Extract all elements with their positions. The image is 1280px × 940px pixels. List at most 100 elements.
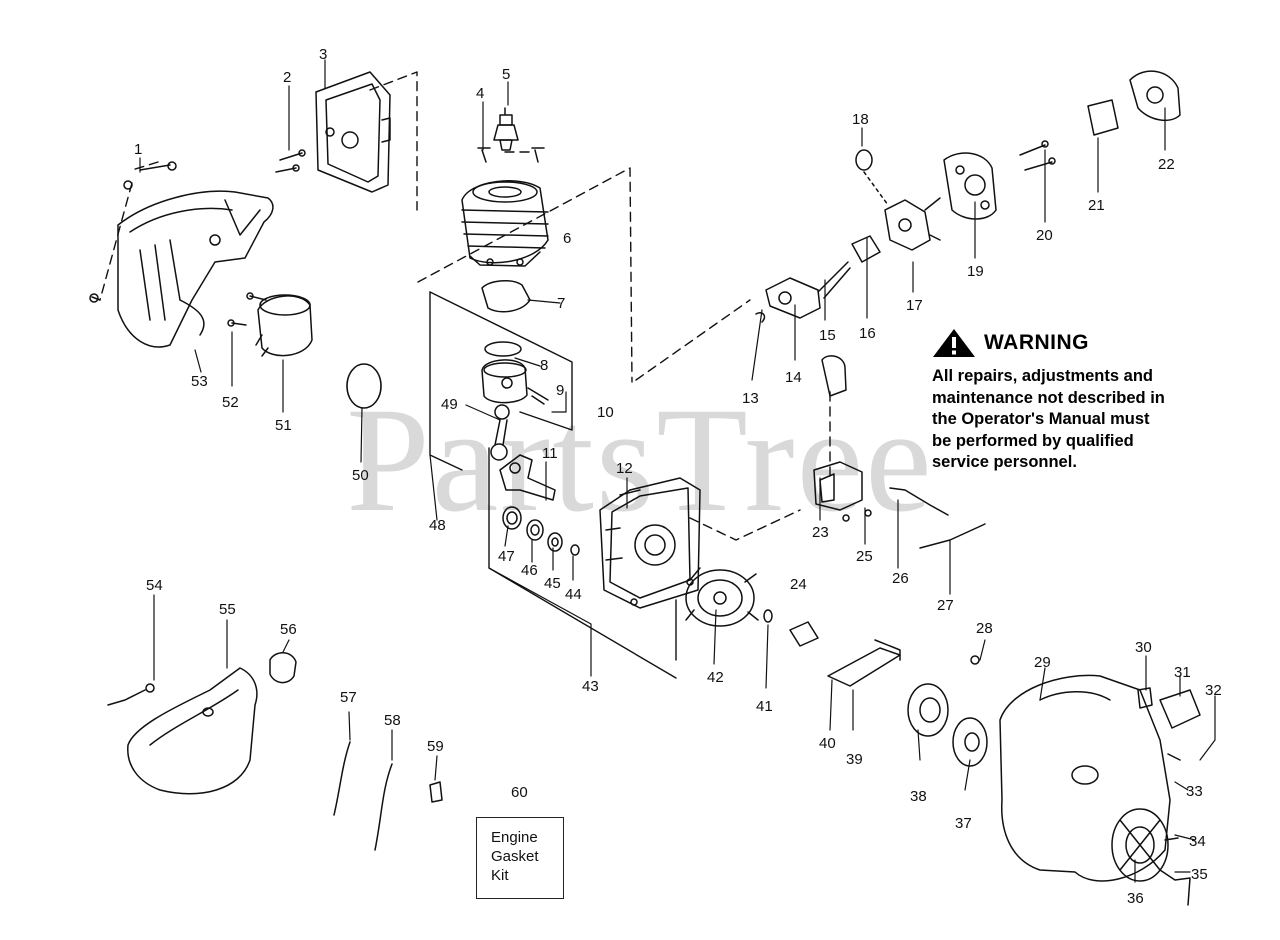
filter-cover-part [1019,70,1181,171]
part-callout[interactable]: 60 [511,784,528,801]
guard-part [107,652,297,795]
part-callout[interactable]: 19 [967,263,984,280]
kit-line: Engine [491,829,538,846]
part-callout[interactable]: 43 [582,678,599,695]
part-callout[interactable]: 50 [352,467,369,484]
part-callout[interactable]: 21 [1088,197,1105,214]
part-callout[interactable]: 16 [859,325,876,342]
leader-lines [139,59,1216,883]
part-callout[interactable]: 35 [1191,866,1208,883]
flywheel-part [685,567,759,627]
part-callout[interactable]: 45 [544,575,561,592]
connecting-rod-part [490,404,510,461]
part-callout[interactable]: 13 [742,390,759,407]
seals-bearings-part [502,506,580,556]
warning-triangle-icon [933,329,975,357]
part-callout[interactable]: 47 [498,548,515,565]
part-callout[interactable]: 41 [756,698,773,715]
part-callout[interactable]: 22 [1158,156,1175,173]
part-callout[interactable]: 30 [1135,639,1152,656]
bracket-lines [429,291,677,679]
ignition-module-part [813,355,986,549]
air-filter-cover-part [275,71,391,193]
part-callout[interactable]: 12 [616,460,633,477]
part-callout[interactable]: 49 [441,396,458,413]
part-callout[interactable]: 4 [476,85,485,102]
part-callout[interactable]: 56 [280,621,297,638]
part-callout[interactable]: 29 [1034,654,1051,671]
part-callout[interactable]: 28 [976,620,993,637]
air-box-part [943,152,997,220]
part-callout[interactable]: 59 [427,738,444,755]
part-callout[interactable]: 18 [852,111,869,128]
warning-line: the Operator's Manual must [932,410,1150,428]
part-callout[interactable]: 27 [937,597,954,614]
gasket-kit-box: Engine Gasket Kit [476,817,564,899]
part-callout[interactable]: 51 [275,417,292,434]
cylinder-part [461,180,549,267]
kit-line: Gasket [491,848,539,865]
part-callout[interactable]: 3 [319,46,328,63]
recoil-pulley-part [907,655,980,737]
part-callout[interactable]: 40 [819,735,836,752]
part-callout[interactable]: 31 [1174,664,1191,681]
warning-text: All repairs, adjustments and maintenance… [932,366,1204,474]
part-callout[interactable]: 9 [556,382,565,399]
part-callout[interactable]: 48 [429,517,446,534]
part-callout[interactable]: 54 [146,577,163,594]
part-callout[interactable]: 7 [557,295,566,312]
part-callout[interactable]: 58 [384,712,401,729]
shroud-part [89,161,274,348]
crankshaft-part [499,454,556,501]
part-callout[interactable]: 14 [785,369,802,386]
part-callout[interactable]: 17 [906,297,923,314]
part-callout[interactable]: 39 [846,751,863,768]
piston-part [481,341,549,405]
part-callout[interactable]: 36 [1127,890,1144,907]
part-callout[interactable]: 55 [219,601,236,618]
o-ring-part [346,363,382,409]
part-callout[interactable]: 25 [856,548,873,565]
part-callout[interactable]: 5 [502,66,511,83]
warning-line: service personnel. [932,453,1077,471]
dashed-assembly-lines [99,71,831,541]
starter-housing-part [999,674,1201,906]
part-callout[interactable]: 2 [283,69,292,86]
spark-plug-part [477,107,545,163]
part-callout[interactable]: 6 [563,230,572,247]
part-callout[interactable]: 11 [542,445,558,462]
part-callout[interactable]: 20 [1036,227,1053,244]
part-callout[interactable]: 8 [540,357,549,374]
part-callout[interactable]: 10 [597,404,614,421]
part-callout[interactable]: 53 [191,373,208,390]
part-callout[interactable]: 44 [565,586,582,603]
cylinder-gasket-part [481,280,531,313]
part-callout[interactable]: 1 [134,141,143,158]
crankcase-part [599,477,701,609]
part-callout[interactable]: 26 [892,570,909,587]
part-callout[interactable]: 46 [521,562,538,579]
part-callout[interactable]: 42 [707,669,724,686]
spring-disk-part [952,717,988,767]
part-callout[interactable]: 24 [790,576,807,593]
part-callout[interactable]: 15 [819,327,836,344]
warning-title: WARNING [984,331,1089,354]
warning-line: All repairs, adjustments and [932,367,1153,385]
carburetor-part [755,149,941,323]
part-callout[interactable]: 57 [340,689,357,706]
starter-pulley-part [227,292,313,357]
warning-notice: WARNING All repairs, adjustments and mai… [932,328,1212,474]
fuel-line-parts [333,741,443,851]
warning-line: maintenance not described in [932,388,1165,407]
part-callout[interactable]: 37 [955,815,972,832]
part-callout[interactable]: 32 [1205,682,1222,699]
warning-line: be performed by qualified [932,431,1134,450]
part-callout[interactable]: 33 [1186,783,1203,800]
part-callout[interactable]: 34 [1189,833,1206,850]
kit-line: Kit [491,867,509,884]
clutch-parts [763,609,901,687]
part-callout[interactable]: 52 [222,394,239,411]
part-callout[interactable]: 38 [910,788,927,805]
part-callout[interactable]: 23 [812,524,829,541]
